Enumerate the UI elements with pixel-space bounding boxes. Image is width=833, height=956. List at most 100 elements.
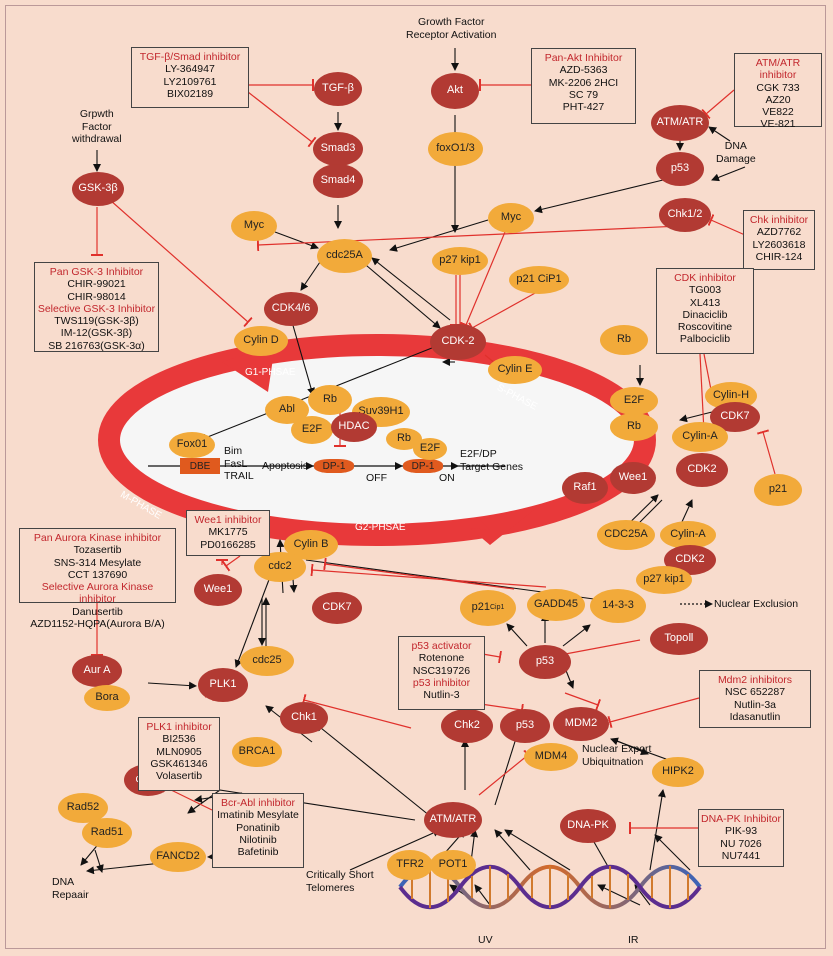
compound-name: NSC 652287 — [724, 686, 786, 699]
compound-name: TG003 — [688, 284, 722, 297]
inhibitor-title: ATM/ATR inhibitor — [755, 57, 801, 82]
compound-name: GSK461346 — [150, 757, 208, 770]
plk1-node: PLK1 — [198, 668, 248, 702]
e2f-small-node: E2F — [413, 438, 447, 460]
dna-repair-label: DNA Repaair — [52, 876, 89, 901]
compound-name: AZ20 — [765, 93, 791, 106]
chk2-node: Chk2 — [441, 709, 493, 743]
myc-right-node: Myc — [488, 203, 534, 233]
compound-name: LY2109761 — [163, 75, 217, 88]
inhibitor-title: DNA-PK Inhibitor — [701, 813, 781, 825]
compound-name: SC 79 — [568, 88, 599, 101]
compound-name: BI2536 — [162, 733, 196, 746]
compound-name: MLN0905 — [156, 745, 202, 758]
cylin-e-node: Cylin E — [488, 356, 542, 384]
g2-arrowhead — [470, 505, 540, 545]
p27kip1-top-node: p27 kip1 — [432, 247, 488, 275]
tfr2-node: TFR2 — [387, 850, 433, 880]
p53-top-node: p53 — [656, 152, 704, 186]
g1-arrowhead — [222, 345, 275, 392]
compound-name: IM-12(GSK-3β) — [60, 327, 133, 340]
mdm2-node: MDM2 — [553, 707, 609, 741]
compound-name: Nutlin-3a — [733, 698, 777, 711]
pot1-node: POT1 — [430, 850, 476, 880]
compound-name: CHIR-98014 — [67, 290, 126, 303]
inhibitor-title: CDK inhibitor — [674, 272, 736, 284]
compound-name: CHIR-124 — [755, 250, 803, 263]
e2f-right-node: E2F — [610, 387, 658, 415]
inhibitor-title: Selective GSK-3 Inhibitor — [37, 302, 156, 315]
p53-low-node: p53 — [500, 709, 550, 743]
uv-label: UV — [478, 934, 493, 946]
rad51-node: Rad51 — [82, 818, 132, 848]
compound-name: NU7441 — [721, 849, 761, 862]
compound-name: VE822 — [762, 106, 794, 119]
chk1-node: Chk1 — [280, 702, 328, 734]
dp1-box-on: DP-1 — [403, 459, 443, 473]
compound-name: XL413 — [689, 296, 721, 309]
cdc25a-node: cdc25A — [317, 239, 372, 273]
hipk2-node: HIPK2 — [652, 757, 704, 787]
smad4-node: Smad4 — [313, 164, 363, 198]
compound-name: AZD7762 — [756, 226, 802, 239]
compound-name: VE-821 — [760, 118, 796, 131]
cdk7-right-node: CDK7 — [710, 402, 760, 432]
inhibitor-title: Bcr-Abl inhibitor — [220, 797, 296, 809]
nuclear-export-label: Nuclear Export Ubiquitnation — [582, 743, 652, 768]
compound-name: PHT-427 — [562, 101, 605, 114]
mdm4-node: MDM4 — [524, 743, 578, 771]
compound-name: CGK 733 — [756, 81, 800, 94]
on-label: ON — [439, 472, 455, 484]
inhibitor-title: TGF-β/Smad inhibitor — [139, 51, 241, 63]
compound-name: TWS119(GSK-3β) — [54, 315, 139, 328]
cdc25-node: cdc25 — [240, 646, 294, 676]
cell-cycle-ring — [98, 334, 656, 546]
inhibitor-title: p53 inhibitor — [412, 676, 471, 689]
rb-right-node: Rb — [600, 325, 648, 355]
e2f-cycle-node: E2F — [291, 416, 333, 444]
rb-right2-node: Rb — [610, 413, 658, 441]
wee1-right-node: Wee1 — [610, 462, 656, 494]
target-genes-label: E2F/DP Target Genes — [460, 448, 524, 473]
topo2-node: TopoⅡ — [650, 623, 708, 655]
compound-name: PIK-93 — [724, 825, 758, 838]
compound-name: Volasertib — [155, 770, 203, 783]
compound-name: BIX02189 — [166, 87, 214, 100]
inhibitor-title: Pan GSK-3 Inhibitor — [49, 266, 144, 278]
compound-name: MK-2206 2HCI — [548, 76, 619, 89]
cylin-a-right-node: Cylin-A — [672, 422, 728, 452]
compound-name: MK1775 — [208, 526, 248, 539]
compound-name: LY2603618 — [752, 238, 806, 251]
inhibitor-title: Chk inhibitor — [749, 214, 809, 226]
akt-node: Akt — [431, 73, 479, 109]
inhibitor-title: PLK1 inhibitor — [146, 721, 212, 733]
dnapk-node: DNA-PK — [560, 809, 616, 843]
cdk2-top-node: CDK-2 — [430, 324, 486, 360]
apoptosis-label: Apoptosis — [262, 460, 309, 472]
ir-label: IR — [628, 934, 639, 946]
gsk3b-node: GSK-3β — [72, 172, 124, 206]
fancd2-node: FANCD2 — [150, 842, 206, 872]
p21-bottom-label: p21 — [471, 601, 490, 614]
compound-name: Bafetinib — [237, 846, 279, 859]
inhibitor-title: Pan-Akt Inhibitor — [544, 52, 623, 64]
compound-name: SNS-314 Mesylate — [53, 556, 142, 569]
compound-name: Dinaciclib — [682, 308, 728, 321]
myc-left-node: Myc — [231, 211, 277, 241]
compound-name: Nutlin-3 — [423, 689, 460, 702]
diagram-frame — [5, 5, 826, 949]
growth-withdrawal-label: Grpwth Factor withdrawal — [72, 108, 122, 145]
phase-g1: G1-PHSAE — [245, 367, 296, 378]
smad3-node: Smad3 — [313, 132, 363, 166]
